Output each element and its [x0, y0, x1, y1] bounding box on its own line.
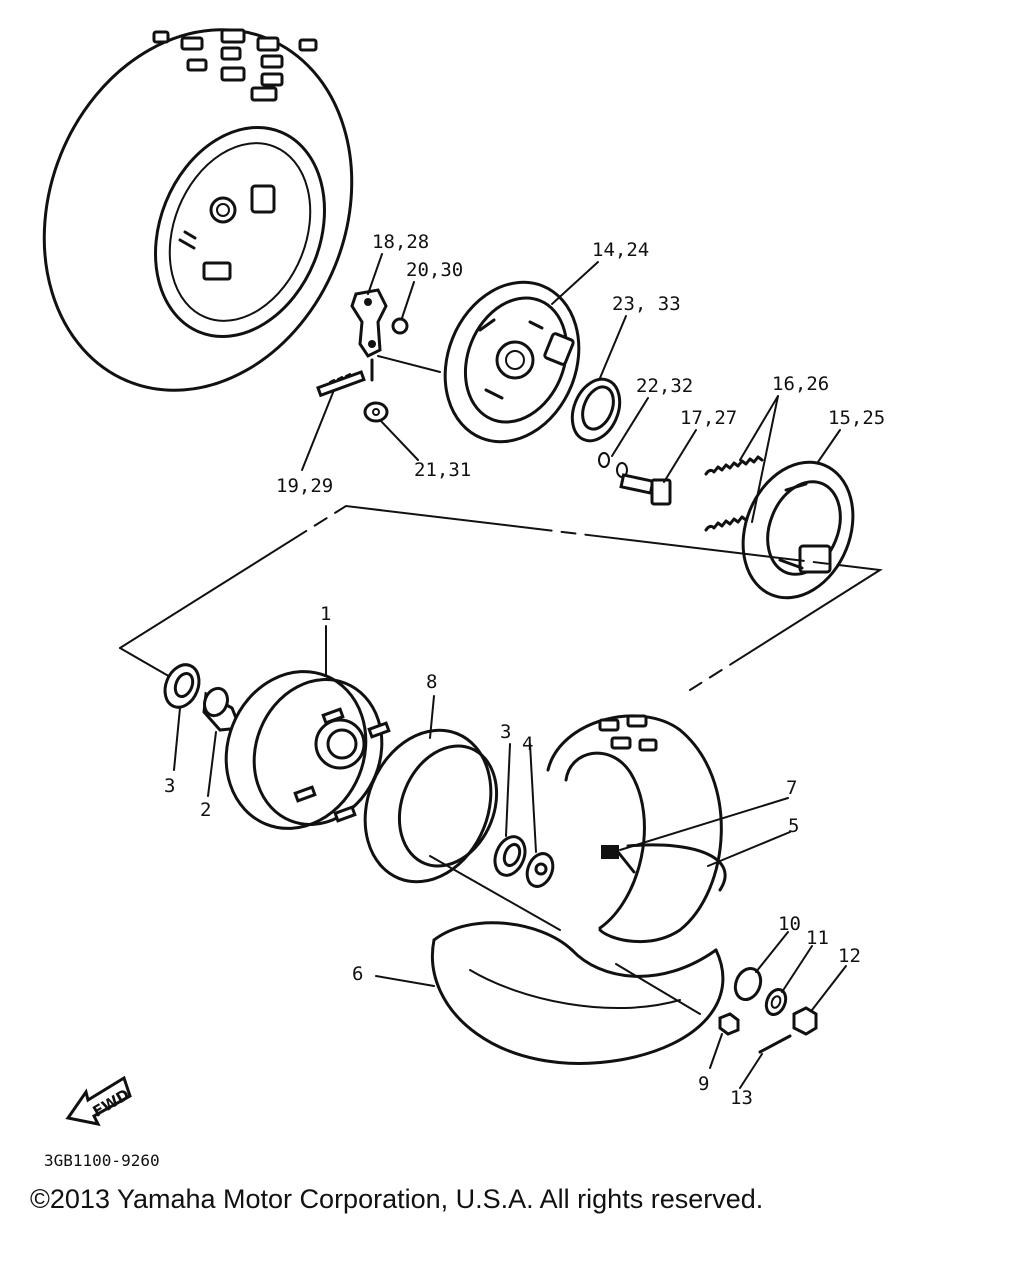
callout-13: 13 — [730, 1087, 753, 1109]
callout-3-left: 3 — [164, 775, 175, 797]
cover-ring — [363, 728, 499, 884]
oil-seal — [570, 377, 622, 443]
callout-16-26: 16,26 — [772, 373, 829, 395]
spacer — [202, 686, 243, 732]
bearing-left — [163, 663, 201, 709]
callout-17-27: 17,27 — [680, 407, 737, 429]
nut-9 — [718, 1012, 740, 1036]
leader-lines — [173, 253, 847, 1089]
brake-cam-lever — [316, 288, 409, 423]
cotter-pin-13 — [758, 1034, 792, 1054]
callout-15-25: 15,25 — [828, 407, 885, 429]
callout-7: 7 — [786, 777, 797, 799]
callout-23-33: 23, 33 — [612, 293, 681, 315]
callout-1: 1 — [320, 603, 331, 625]
callout-20-30: 20,30 — [406, 259, 463, 281]
callout-6: 6 — [352, 963, 363, 985]
callout-5: 5 — [788, 815, 799, 837]
callout-2: 2 — [200, 799, 211, 821]
callout-10: 10 — [778, 913, 801, 935]
callout-11: 11 — [806, 927, 829, 949]
wheel-hub — [224, 670, 391, 830]
callout-14-24: 14,24 — [592, 239, 649, 261]
collar-10 — [733, 966, 763, 1002]
tire-half-right — [546, 714, 727, 944]
callout-3-right: 3 — [500, 721, 511, 743]
castle-nut-12 — [792, 1006, 818, 1036]
bearing-right — [493, 835, 527, 877]
callout-21-31: 21,31 — [414, 459, 471, 481]
assembled-wheel — [42, 28, 354, 392]
tire-half-left — [431, 921, 725, 1065]
diagram-code: 3GB1100-9260 — [44, 1151, 160, 1170]
callout-12: 12 — [838, 945, 861, 967]
callout-8: 8 — [426, 671, 437, 693]
callout-18-28: 18,28 — [372, 231, 429, 253]
callout-19-29: 19,29 — [276, 475, 333, 497]
callout-labels: 18,28 20,30 14,24 23, 33 22,32 16,26 17,… — [164, 231, 885, 1109]
fwd-arrow: FWD — [65, 1075, 133, 1127]
valve-stem — [601, 845, 636, 874]
callout-4: 4 — [522, 733, 533, 755]
group-bracket — [119, 504, 883, 691]
washer-11 — [764, 987, 788, 1017]
brake-shoe-plate — [443, 280, 581, 444]
oil-seal-4 — [525, 852, 555, 888]
callout-22-32: 22,32 — [636, 375, 693, 397]
brake-camshaft — [619, 473, 672, 506]
callout-9: 9 — [698, 1073, 709, 1095]
copyright-notice: ©2013 Yamaha Motor Corporation, U.S.A. A… — [30, 1184, 764, 1214]
